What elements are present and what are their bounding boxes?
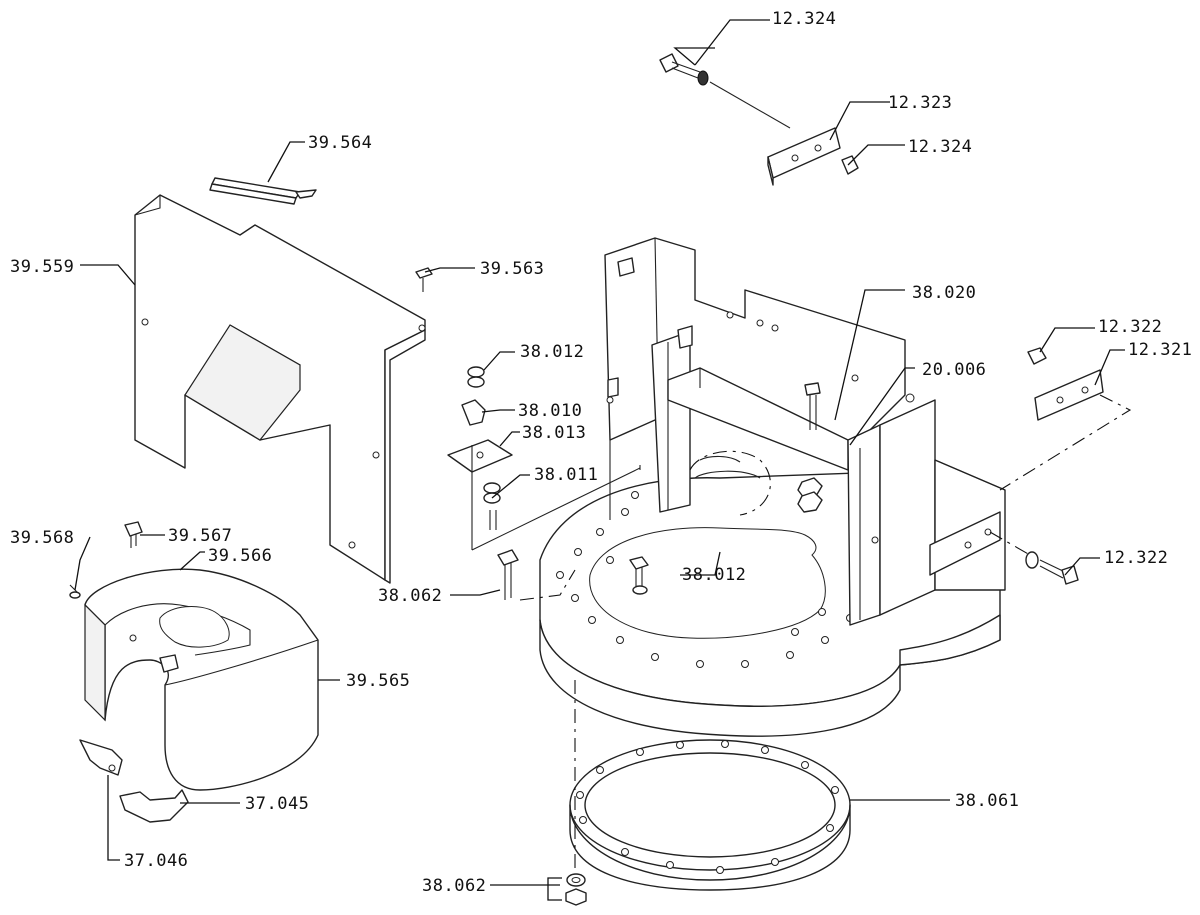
label-12-324-mid: 12.324 [908,137,972,157]
label-12-323: 12.323 [888,93,952,113]
cover-39-559 [134,194,426,584]
screw-39-563 [415,267,433,292]
label-39-559: 39.559 [10,257,74,277]
base-plate-holes [556,491,859,668]
label-20-006: 20.006 [922,360,986,380]
bolt-12-322-bottom [1025,551,1079,585]
label-12-322-bottom: 12.322 [1104,548,1168,568]
label-39-565: 39.565 [346,671,410,691]
bar-12-321 [1034,369,1104,421]
label-38-012-b: 38.012 [682,565,746,585]
label-12-324-top: 12.324 [772,9,836,29]
bracket-stack [447,366,641,551]
bolt-38-012-center [629,556,649,595]
clip-37-045 [119,789,189,823]
label-38-010: 38.010 [518,401,582,421]
base-housing-38-020 [539,237,1006,737]
label-39-567: 39.567 [168,526,232,546]
label-39-568: 39.568 [10,528,74,548]
label-37-046: 37.046 [124,851,188,871]
label-39-563: 39.563 [480,259,544,279]
bolt-12-324-top [659,53,791,129]
label-39-564: 39.564 [308,133,372,153]
screw-39-567 [124,521,143,548]
bracket-37-046 [79,739,123,776]
leader-lines [74,19,1125,901]
label-12-322-top: 12.322 [1098,317,1162,337]
bolt-center [804,382,821,430]
bar-12-323 [767,127,841,186]
washer-nut-38-062-bottom [565,873,587,906]
label-38-061: 38.061 [955,791,1019,811]
ring-38-061 [569,739,851,891]
label-38-062-b: 38.062 [422,876,486,896]
label-37-045: 37.045 [245,794,309,814]
nut-12-324-mid [841,155,859,175]
bolt-38-062 [497,549,519,600]
strip-39-564 [209,177,317,205]
label-38-011: 38.011 [534,465,598,485]
nut-12-322-top [1027,347,1047,365]
label-39-566: 39.566 [208,546,272,566]
part-labels: 12.324 12.323 12.324 39.564 39.559 39.56… [10,9,1192,896]
label-38-020: 38.020 [912,283,976,303]
label-38-012-a: 38.012 [520,342,584,362]
label-38-013: 38.013 [522,423,586,443]
label-12-321: 12.321 [1128,340,1192,360]
cover-39-565-39-566 [84,568,319,791]
label-38-062-a: 38.062 [378,586,442,606]
